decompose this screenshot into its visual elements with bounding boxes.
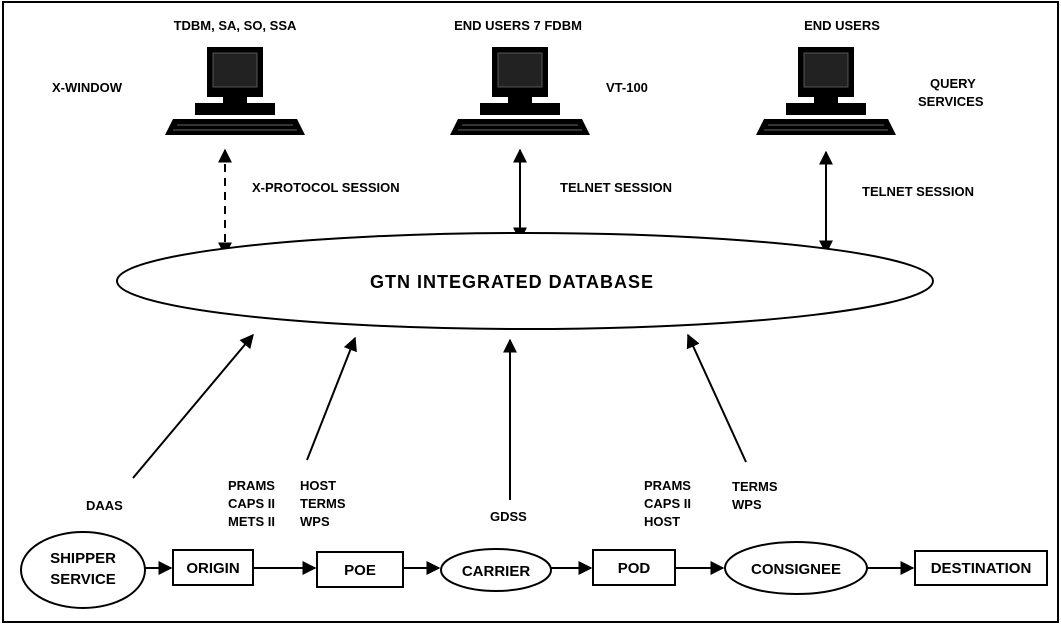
workstation-icon [164,46,306,136]
svg-text:POE: POE [344,562,376,579]
node-carrier: CARRIER [440,548,552,592]
svg-text:SHIPPER: SHIPPER [50,550,116,567]
node-destination: DESTINATION [914,550,1048,586]
svg-text:ORIGIN: ORIGIN [186,560,239,577]
svg-text:DESTINATION: DESTINATION [931,560,1032,577]
database-ellipse [116,232,934,330]
workstation-icon [449,46,591,136]
node-pod: POD [592,549,676,586]
svg-text:POD: POD [618,560,651,577]
terminal-3-side-label-1: QUERY [930,76,976,91]
feed-label-pod-3: HOST [644,514,680,529]
workstation-icon [755,46,897,136]
svg-text:SERVICE: SERVICE [50,571,116,588]
feed-label-pod-2: CAPS II [644,496,691,511]
feed-labels: DAAS PRAMS CAPS II METS II HOST TERMS WP… [86,478,778,529]
svg-text:CARRIER: CARRIER [462,563,531,580]
terminal-1-top-label: TDBM, SA, SO, SSA [174,18,297,33]
feed-arrows [132,333,747,500]
node-poe: POE [316,551,404,588]
feed-label-gdss: GDSS [490,509,527,524]
node-origin: ORIGIN [172,549,254,586]
feed-label-origin-2: CAPS II [228,496,275,511]
terminal-3-side-label-2: SERVICES [918,94,984,109]
terminal-2-side-label: VT-100 [606,80,648,95]
feed-label-daas: DAAS [86,498,123,513]
terminal-2: END USERS 7 FDBM VT-100 TELNET SESSION [449,18,672,242]
feed-label-origin-3: METS II [228,514,275,529]
feed-label-poe-2: TERMS [300,496,346,511]
node-shipper-service: SHIPPER SERVICE [20,531,146,609]
terminal-3-top-label: END USERS [804,18,880,33]
daas-feed-arrow [132,333,254,479]
database-title: GTN INTEGRATED DATABASE [370,272,654,292]
terminal-1-session-label: X-PROTOCOL SESSION [252,180,400,195]
feed-label-poe-3: WPS [300,514,330,529]
flow-nodes: SHIPPER SERVICE ORIGIN POE CARRIER POD C… [20,531,1048,609]
feed-label-terms-2: WPS [732,497,762,512]
terminal-1-side-label: X-WINDOW [52,80,123,95]
terminal-3-session-label: TELNET SESSION [862,184,974,199]
terminal-2-session-label: TELNET SESSION [560,180,672,195]
feed-label-origin-1: PRAMS [228,478,275,493]
terminal-2-top-label: END USERS 7 FDBM [454,18,582,33]
host-feed-arrow [306,336,357,461]
node-consignee: CONSIGNEE [724,541,868,595]
feed-label-pod-1: PRAMS [644,478,691,493]
terms-feed-arrow [686,333,747,463]
terminal-3: END USERS QUERY SERVICES TELNET SESSION [755,18,984,255]
terminal-1: TDBM, SA, SO, SSA X-WINDOW X-PROTOCOL SE… [52,18,400,257]
svg-text:CONSIGNEE: CONSIGNEE [751,561,841,578]
gtn-database: GTN INTEGRATED DATABASE [116,232,934,330]
feed-label-poe-1: HOST [300,478,336,493]
feed-label-terms-1: TERMS [732,479,778,494]
